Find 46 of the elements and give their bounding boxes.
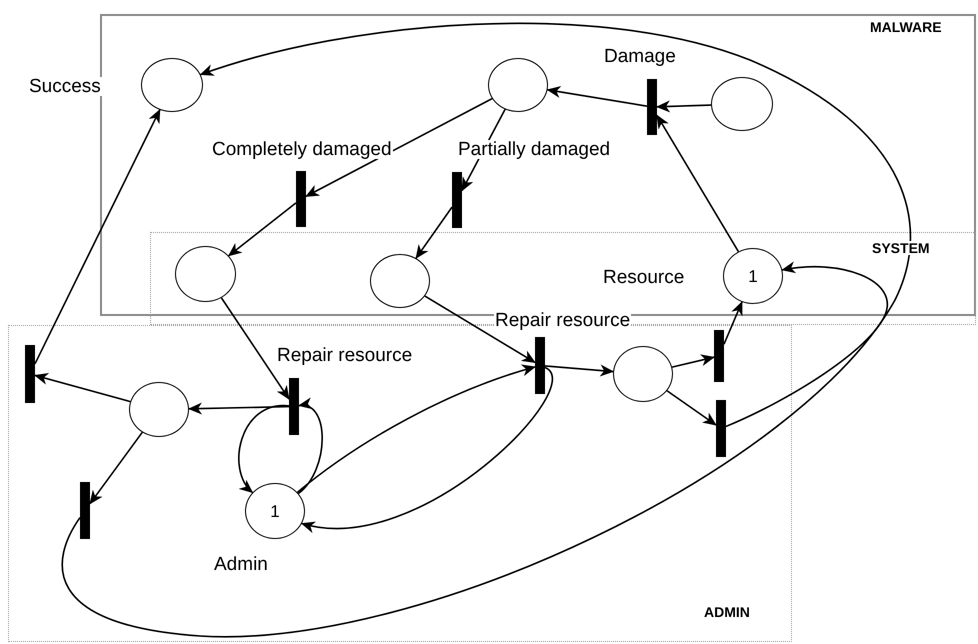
place-circle — [175, 246, 236, 302]
transition-bar — [535, 337, 545, 394]
node-label: Repair resource — [494, 311, 632, 330]
node-label: Success — [28, 77, 102, 96]
arc-arrow — [188, 402, 290, 415]
place-circle — [488, 58, 548, 112]
transition-bar — [296, 171, 306, 227]
arc-arrow — [544, 364, 614, 376]
arc-arrow — [723, 301, 743, 345]
node-label: Damage — [603, 47, 677, 66]
arc-arrow — [666, 390, 717, 426]
token-count: 1 — [748, 268, 758, 284]
arc-arrow — [305, 98, 492, 198]
arc-arrow — [656, 100, 712, 112]
transition-bar — [714, 330, 724, 382]
arc-arrow — [424, 295, 536, 364]
arc-arrow — [238, 405, 289, 494]
arc-arrow — [89, 432, 143, 504]
arc-arrow — [300, 366, 553, 532]
arc-arrow — [34, 108, 161, 364]
place-circle — [245, 483, 305, 539]
arc-arrow — [672, 354, 715, 368]
node-label: Repair resource — [276, 346, 414, 365]
arc-label: Completely damaged — [211, 140, 393, 158]
transition-bar — [25, 345, 35, 403]
arc-arrow — [220, 297, 290, 400]
arc-arrow — [228, 202, 296, 256]
transition-bar — [289, 378, 299, 435]
transition-bar — [452, 172, 462, 228]
arc-arrow — [298, 400, 323, 494]
region-title: ADMIN — [702, 605, 752, 619]
arc-label: Partially damaged — [457, 140, 612, 158]
arc-arrow — [62, 22, 912, 637]
transition-bar — [647, 79, 657, 135]
arc-arrow — [415, 206, 453, 259]
transition-bar — [716, 400, 726, 457]
region-title: SYSTEM — [870, 241, 932, 255]
transition-bar — [80, 482, 90, 539]
arc-arrow — [296, 364, 536, 493]
arc-arrow — [656, 114, 740, 252]
arc-arrow — [546, 86, 648, 107]
token-count: 1 — [270, 502, 280, 520]
arc-arrow — [726, 262, 888, 428]
region-title: MALWARE — [868, 20, 944, 34]
arc-arrow — [34, 373, 130, 402]
place-circle — [141, 58, 203, 112]
